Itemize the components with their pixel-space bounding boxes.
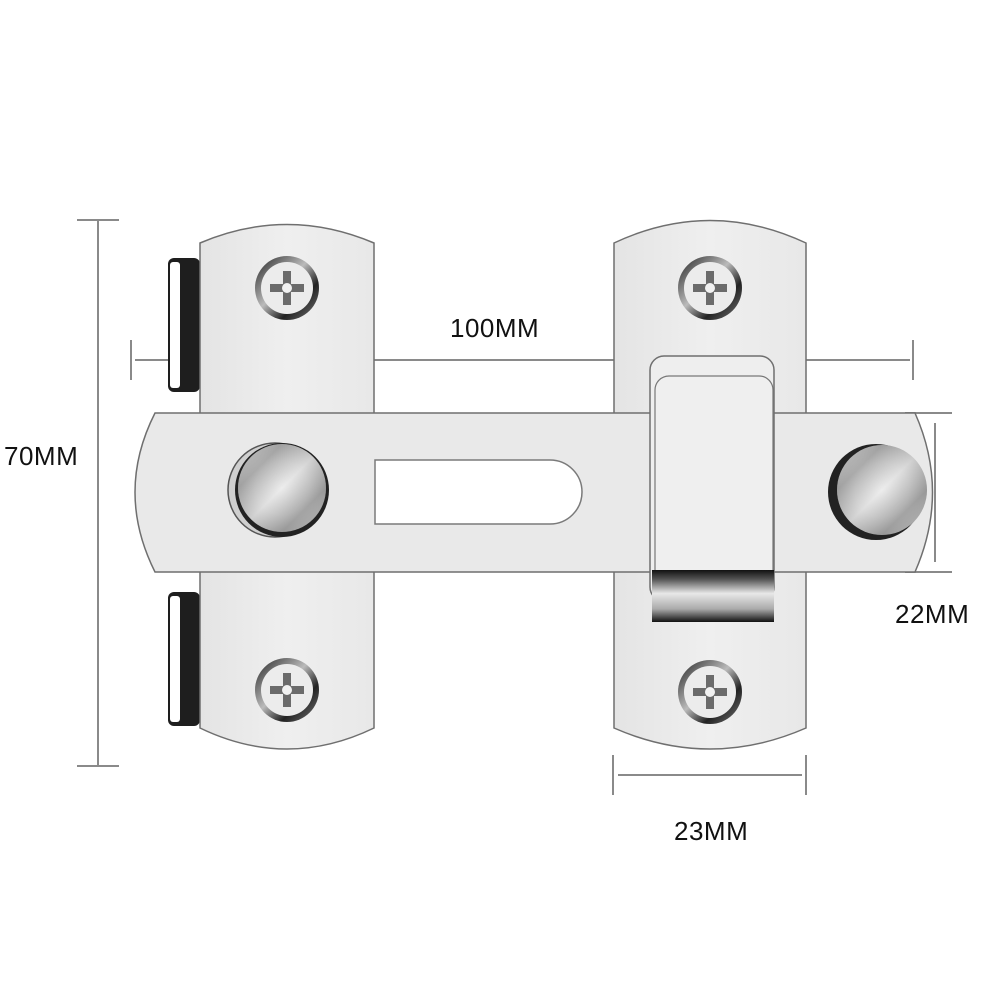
screw-icon [255,256,319,320]
bar-slot [374,459,583,525]
bar-width-dimension-label: 22MM [895,599,970,629]
left-knob [227,442,329,538]
plate-width-dimension-label: 23MM [674,816,749,846]
dimension-height [77,219,119,767]
screw-icon [255,658,319,722]
keeper-bend [652,570,774,622]
length-dimension-label: 100MM [450,313,540,343]
keeper [649,355,775,622]
height-dimension-label: 70MM [4,441,79,471]
right-knob [828,444,927,540]
dimension-plate-width [612,755,807,795]
screw-icon [678,256,742,320]
screw-icon [678,660,742,724]
